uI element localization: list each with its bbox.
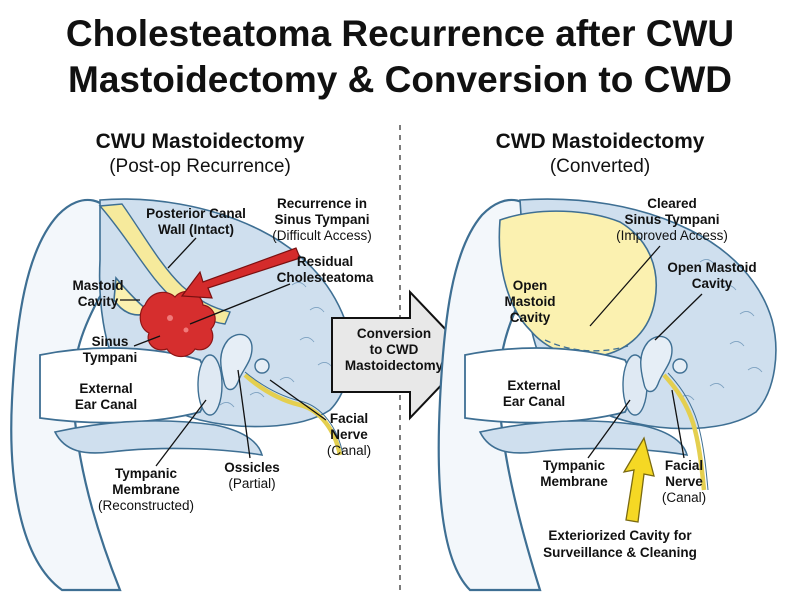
right-ossicles bbox=[640, 335, 673, 393]
right-stapes bbox=[672, 358, 688, 374]
conversion-label-2: to CWD bbox=[370, 342, 419, 357]
left-facial-nerve bbox=[243, 373, 343, 456]
left-label-residual-1: Residual bbox=[297, 254, 353, 269]
right-label-external-ear-canal-1: External bbox=[507, 378, 560, 393]
left-ear-illustration bbox=[10, 198, 351, 592]
right-bone-texture bbox=[679, 259, 763, 401]
left-label-facial-nerve-3: (Canal) bbox=[327, 443, 371, 458]
right-open-mastoid-cavity bbox=[498, 210, 657, 358]
right-label-cleared-1: Cleared bbox=[647, 196, 697, 211]
right-facial-nerve bbox=[662, 373, 707, 491]
left-cholesteatoma-highlight bbox=[167, 315, 173, 321]
left-leader-residual bbox=[189, 283, 291, 325]
right-ear-illustration bbox=[437, 198, 777, 592]
right-label-cleared-2: Sinus Tympani bbox=[624, 212, 719, 227]
left-label-recurrence-1: Recurrence in bbox=[277, 196, 367, 211]
right-panel-heading: CWD Mastoidectomy bbox=[496, 130, 705, 153]
left-label-sinus-tympani-2: Tympani bbox=[83, 350, 138, 365]
left-leader-tympanic-membrane bbox=[155, 399, 207, 467]
right-label-facial-nerve-1: Facial bbox=[665, 458, 703, 473]
left-tympanic-membrane bbox=[197, 354, 223, 416]
right-label-open-mastoid-right-1: Open Mastoid bbox=[667, 260, 756, 275]
right-exteriorized-arrow bbox=[622, 436, 655, 523]
right-label-exteriorized-1: Exteriorized Cavity for bbox=[548, 528, 692, 543]
right-label-tympanic-membrane-2: Membrane bbox=[540, 474, 608, 489]
left-canal-floor bbox=[53, 420, 264, 456]
left-label-external-ear-canal-1: External bbox=[79, 381, 132, 396]
left-label-recurrence-3: (Difficult Access) bbox=[272, 228, 372, 243]
left-panel-subheading: (Post-op Recurrence) bbox=[109, 156, 291, 177]
left-label-tympanic-membrane-3: (Reconstructed) bbox=[98, 498, 194, 513]
right-leader-tympanic-membrane bbox=[587, 399, 631, 459]
right-facial-nerve-edge bbox=[667, 372, 709, 491]
left-ossicles bbox=[220, 333, 253, 391]
right-label-facial-nerve-2: Nerve bbox=[665, 474, 703, 489]
right-label-facial-nerve-3: (Canal) bbox=[662, 490, 706, 505]
left-label-mastoid-cavity-2: Cavity bbox=[78, 294, 119, 309]
left-label-sinus-tympani-1: Sinus bbox=[92, 334, 129, 349]
left-stapes bbox=[254, 358, 270, 374]
left-posterior-canal-wall bbox=[98, 203, 231, 325]
right-label-open-mastoid-left-1: Open bbox=[513, 278, 548, 293]
right-leader-open-mastoid bbox=[654, 293, 703, 341]
conversion-label-1: Conversion bbox=[357, 326, 431, 341]
left-cholesteatoma-highlight-2 bbox=[183, 327, 189, 333]
right-label-open-mastoid-left-3: Cavity bbox=[510, 310, 551, 325]
left-cholesteatoma bbox=[139, 290, 216, 358]
left-label-posterior-canal-wall-1: Posterior Canal bbox=[146, 206, 246, 221]
title-line-1: Cholesteatoma Recurrence after CWU bbox=[66, 13, 734, 54]
right-label-tympanic-membrane-1: Tympanic bbox=[543, 458, 606, 473]
right-leader-facial-nerve bbox=[671, 389, 685, 459]
left-label-mastoid-cavity-1: Mastoid bbox=[72, 278, 123, 293]
left-label-facial-nerve-1: Facial bbox=[330, 411, 368, 426]
left-leader-sinus-tympani bbox=[133, 335, 161, 347]
right-label-external-ear-canal-2: Ear Canal bbox=[503, 394, 565, 409]
conversion-label-3: Mastoidectomy bbox=[345, 358, 444, 373]
left-panel-heading: CWU Mastoidectomy bbox=[96, 130, 305, 153]
left-leader-posterior-canal-wall bbox=[167, 237, 197, 269]
right-canal-floor bbox=[478, 420, 689, 456]
right-panel-subheading: (Converted) bbox=[550, 156, 650, 177]
right-leader-cleared bbox=[589, 245, 661, 327]
title-line-2: Mastoidectomy & Conversion to CWD bbox=[68, 59, 732, 100]
right-label-open-mastoid-right-2: Cavity bbox=[692, 276, 733, 291]
left-label-recurrence-2: Sinus Tympani bbox=[274, 212, 369, 227]
right-label-cleared-3: (Improved Access) bbox=[616, 228, 728, 243]
left-label-ossicles-1: Ossicles bbox=[224, 460, 280, 475]
left-label-tympanic-membrane-2: Membrane bbox=[112, 482, 180, 497]
left-label-residual-2: Cholesteatoma bbox=[277, 270, 374, 285]
right-label-open-mastoid-left-2: Mastoid bbox=[504, 294, 555, 309]
left-label-tympanic-membrane-1: Tympanic bbox=[115, 466, 178, 481]
left-leader-ossicles bbox=[237, 369, 251, 459]
left-label-external-ear-canal-2: Ear Canal bbox=[75, 397, 137, 412]
left-recurrence-arrow bbox=[180, 247, 301, 299]
left-label-facial-nerve-2: Nerve bbox=[330, 427, 368, 442]
left-label-posterior-canal-wall-2: Wall (Intact) bbox=[158, 222, 234, 237]
left-leader-facial-nerve bbox=[269, 379, 327, 421]
left-label-ossicles-2: (Partial) bbox=[228, 476, 275, 491]
right-label-exteriorized-2: Surveillance & Cleaning bbox=[543, 545, 697, 560]
